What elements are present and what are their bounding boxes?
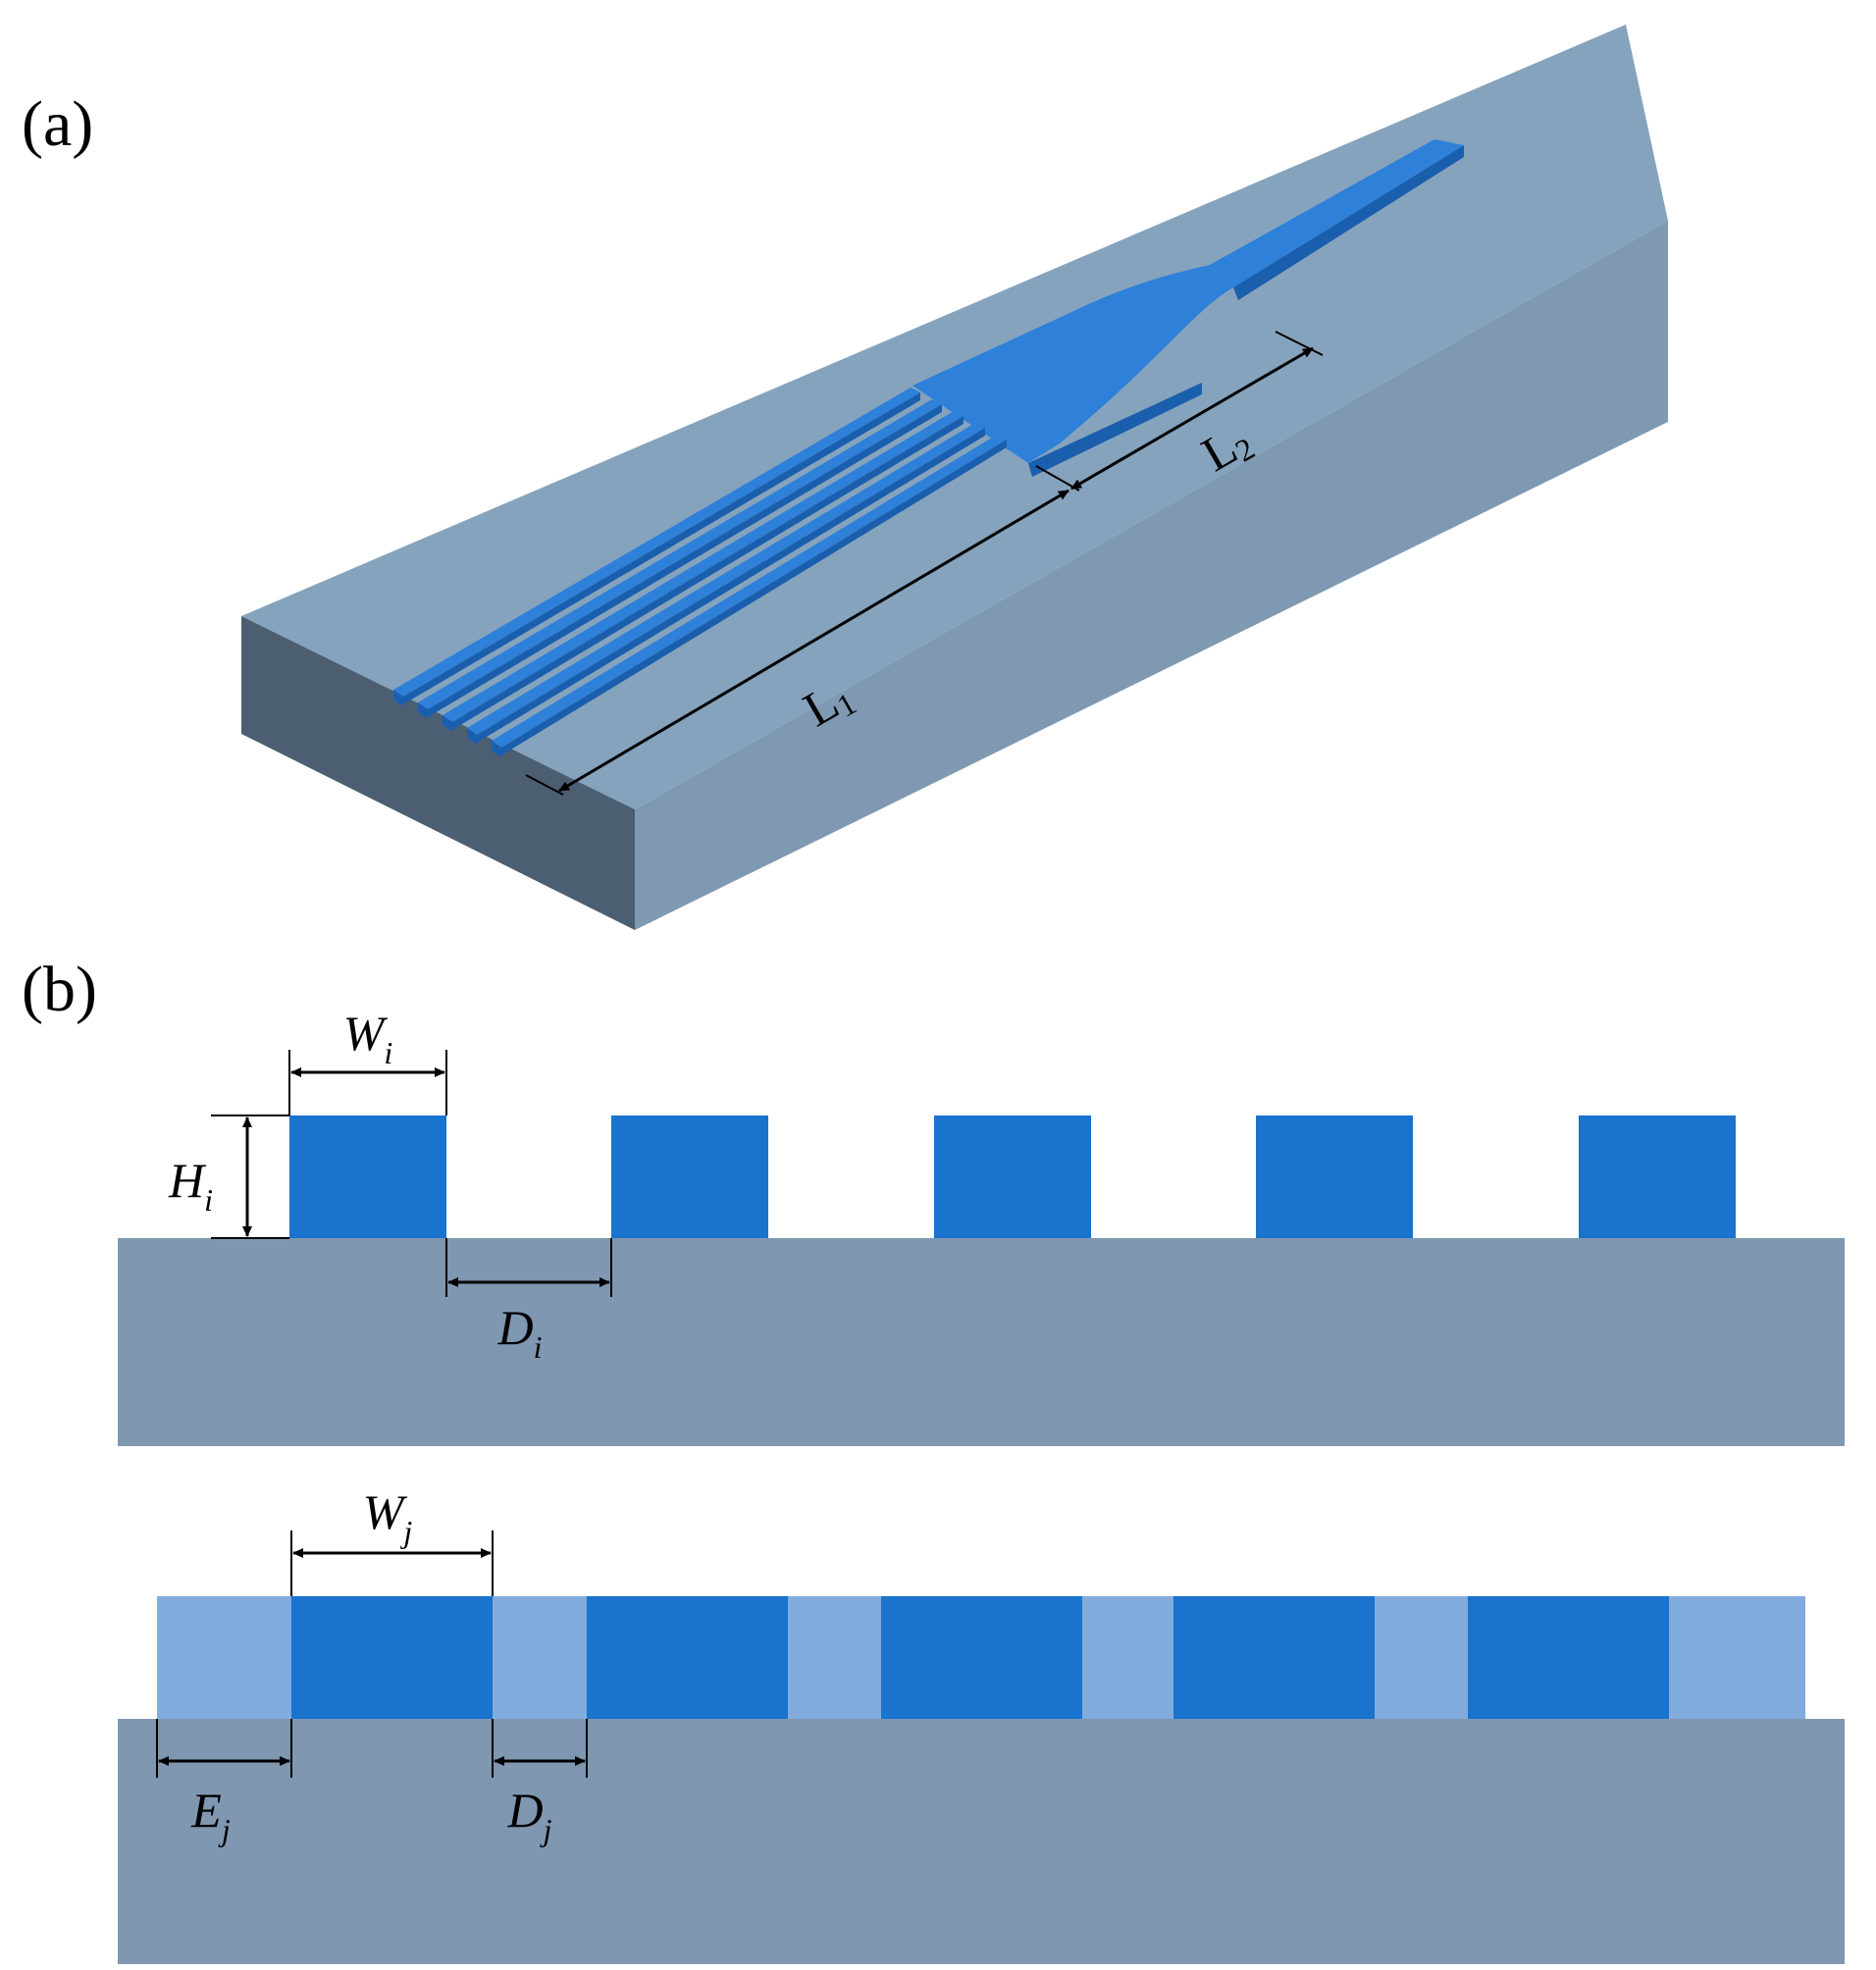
Wi-label: Wi (343, 1006, 393, 1070)
substrate-front-face (241, 616, 635, 930)
top-cross-section: Wi Hi Di (118, 1006, 1845, 1446)
core-rect (1256, 1115, 1413, 1238)
bottom-cores (291, 1596, 1669, 1719)
Di-label: Di (497, 1300, 543, 1365)
top-cores (289, 1115, 1736, 1238)
core-rect (934, 1115, 1091, 1238)
panel-a-3d-view: L1 L2 (241, 25, 1668, 930)
Hi-label: Hi (168, 1153, 213, 1218)
output-waveguide (1210, 139, 1464, 300)
bottom-cross-section: Wj Ej Dj (118, 1484, 1845, 1964)
core-rect (1468, 1596, 1669, 1719)
Dj-label: Dj (507, 1783, 552, 1847)
waveguide-array-end-faces (393, 690, 501, 757)
panel-a-label: (a) (22, 88, 93, 160)
panel-b-label: (b) (22, 954, 97, 1025)
Ej-label: Ej (190, 1783, 231, 1847)
core-rect (611, 1115, 768, 1238)
Wj-label: Wj (363, 1484, 413, 1549)
core-rect (881, 1596, 1082, 1719)
bottom-substrate (118, 1719, 1845, 1964)
core-rect (1579, 1115, 1736, 1238)
L2-dimension: L2 (1070, 331, 1324, 491)
core-rect (291, 1596, 493, 1719)
top-substrate (118, 1238, 1845, 1446)
core-rect (1173, 1596, 1375, 1719)
core-rect (587, 1596, 788, 1719)
core-rect (289, 1115, 446, 1238)
